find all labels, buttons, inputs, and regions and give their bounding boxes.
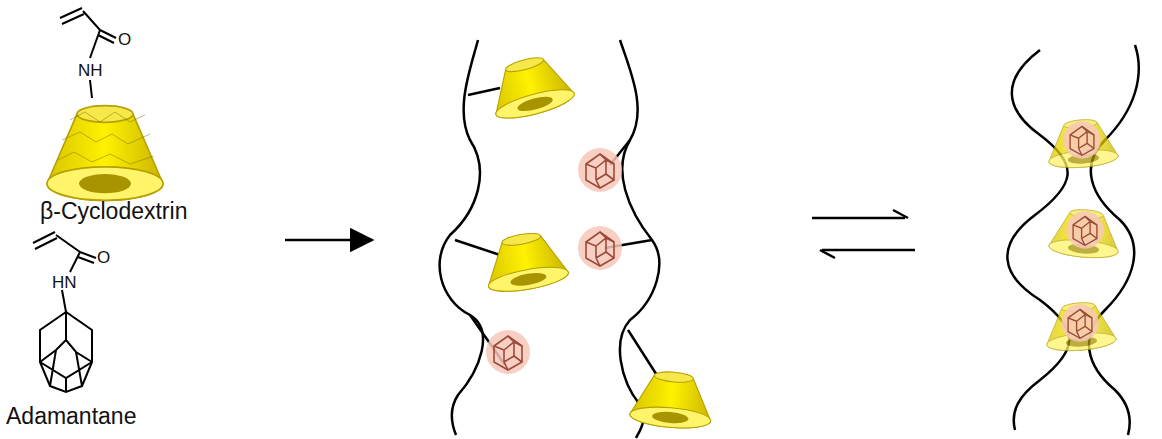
compound-name: β-Cyclodextrin <box>40 200 187 223</box>
atom-label: O <box>118 31 131 48</box>
atom-label: O <box>97 249 110 266</box>
atom-label: NH <box>78 62 103 79</box>
atom-label: HN <box>52 274 77 291</box>
compound-name: Adamantane <box>6 405 136 428</box>
